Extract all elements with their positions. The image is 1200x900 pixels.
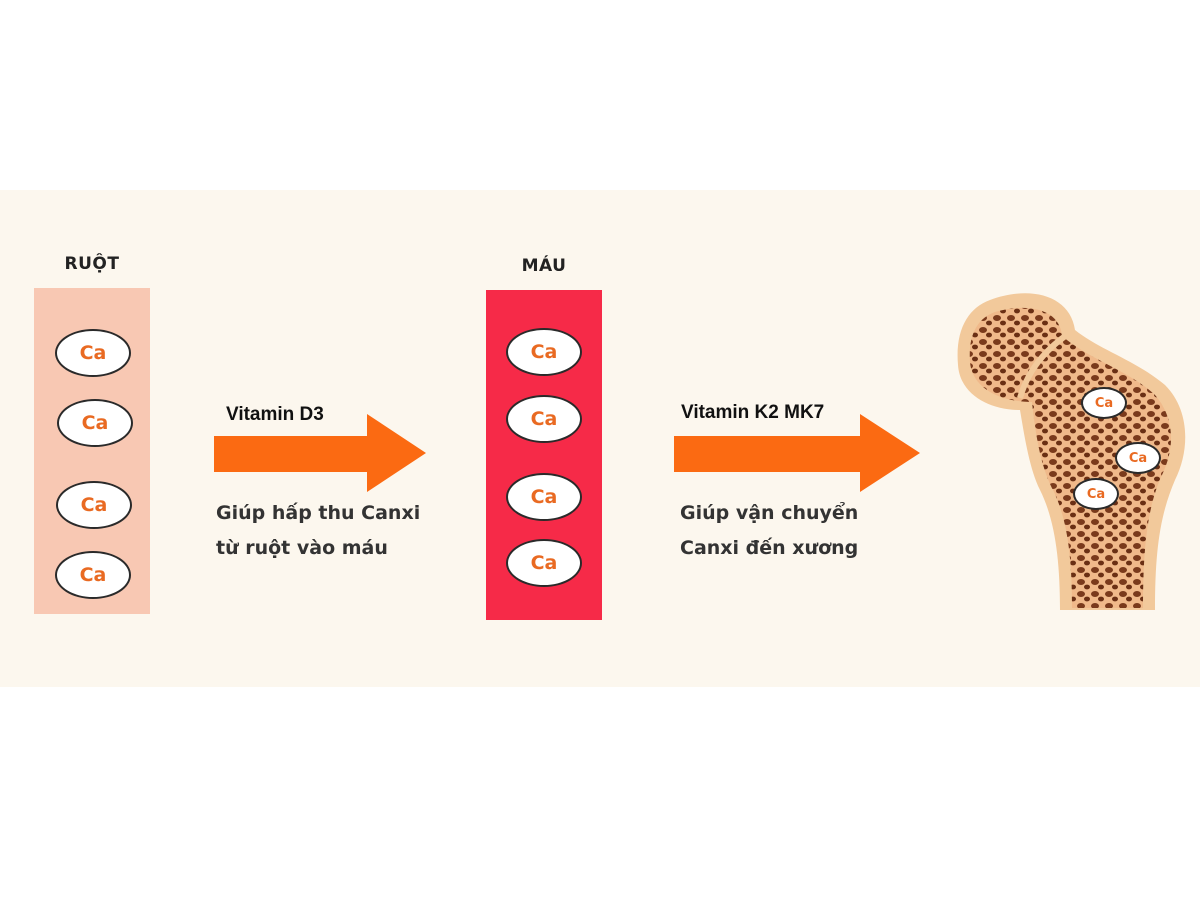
blood-column: Ca Ca Ca Ca [486, 290, 602, 620]
calcium-ion: Ca [55, 551, 131, 599]
arrow-right-icon [214, 414, 426, 492]
calcium-ion: Ca [1073, 478, 1119, 510]
calcium-ion: Ca [506, 395, 582, 443]
gut-column: Ca Ca Ca Ca [34, 288, 150, 614]
arrow-right-icon [674, 414, 920, 492]
diagram-panel: RUỘT Ca Ca Ca Ca Vitamin D3 Giúp hấp thu… [0, 190, 1200, 687]
calcium-ion: Ca [1081, 387, 1127, 419]
calcium-ion: Ca [1115, 442, 1161, 474]
calcium-ion: Ca [57, 399, 133, 447]
calcium-ion: Ca [506, 539, 582, 587]
calcium-ion: Ca [506, 473, 582, 521]
femur-bone-icon [957, 293, 1186, 610]
blood-label: MÁU [521, 256, 567, 276]
step2-description: Giúp vận chuyển Canxi đến xương [680, 496, 858, 566]
step1-description: Giúp hấp thu Canxi từ ruột vào máu [216, 496, 420, 566]
step2-description-line: Canxi đến xương [680, 537, 859, 559]
calcium-ion: Ca [506, 328, 582, 376]
step1-description-line: từ ruột vào máu [216, 537, 388, 559]
step2-description-line: Giúp vận chuyển [680, 502, 859, 524]
vitamin-k2-mk7-label: Vitamin K2 MK7 [681, 402, 825, 423]
calcium-ion: Ca [56, 481, 132, 529]
step1-description-line: Giúp hấp thu Canxi [216, 502, 421, 524]
calcium-ion: Ca [55, 329, 131, 377]
vitamin-d3-label: Vitamin D3 [226, 404, 324, 425]
gut-label: RUỘT [64, 254, 120, 274]
femur-bone-illustration: Ca Ca Ca [950, 290, 1195, 614]
